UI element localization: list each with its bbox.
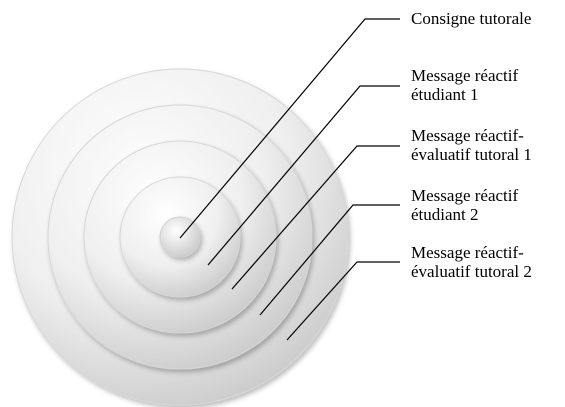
label-line: évaluatif tutoral 1 bbox=[411, 145, 532, 164]
label-line: étudiant 1 bbox=[411, 85, 479, 104]
leader-line-4 bbox=[259, 204, 400, 316]
leader-line-2 bbox=[207, 85, 400, 266]
label-message-reactif-etudiant-2: Message réactif étudiant 2 bbox=[411, 186, 518, 224]
label-line: évaluatif tutoral 2 bbox=[411, 262, 532, 281]
label-message-reactif-evaluatif-tutoral-2: Message réactif- évaluatif tutoral 2 bbox=[411, 243, 532, 281]
label-line: Message réactif bbox=[411, 66, 519, 85]
leader-line-3 bbox=[231, 145, 400, 290]
label-line: Message réactif- bbox=[411, 126, 524, 145]
label-consigne-tutorale: Consigne tutorale bbox=[411, 9, 531, 28]
leader-line-1 bbox=[179, 18, 400, 239]
label-message-reactif-evaluatif-tutoral-1: Message réactif- évaluatif tutoral 1 bbox=[411, 126, 532, 164]
leader-line-5 bbox=[286, 261, 400, 341]
label-line: Message réactif- bbox=[411, 243, 524, 262]
ring-1 bbox=[159, 216, 201, 258]
label-line: Message réactif bbox=[411, 186, 519, 205]
label-message-reactif-etudiant-1: Message réactif étudiant 1 bbox=[411, 66, 518, 104]
label-line: Consigne tutorale bbox=[411, 9, 532, 28]
label-line: étudiant 2 bbox=[411, 205, 479, 224]
